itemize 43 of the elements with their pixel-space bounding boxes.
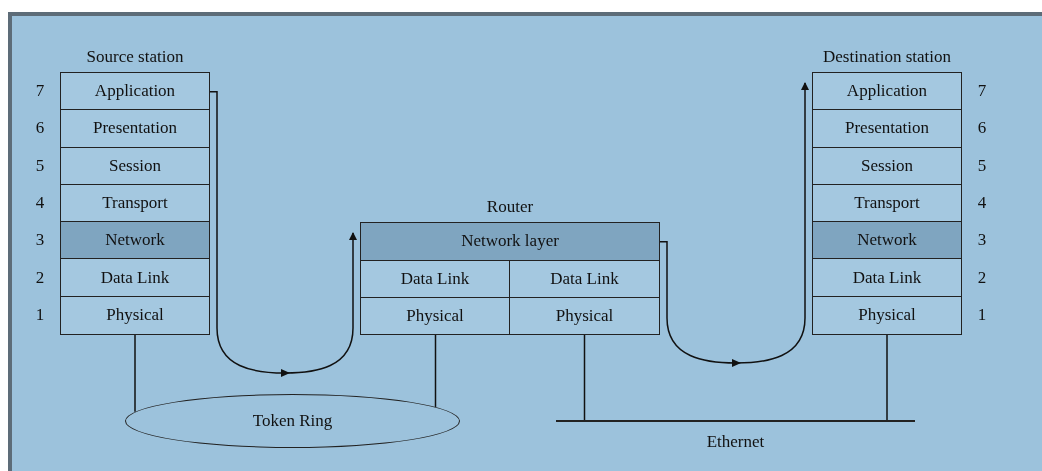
- layer-number: 6: [34, 118, 46, 139]
- layer-label: Transport: [854, 193, 920, 213]
- layer-box: [361, 298, 510, 334]
- layer-number: 7: [976, 81, 988, 102]
- layer-number: 4: [976, 193, 988, 213]
- layer-box: [510, 260, 659, 298]
- layer-number: 7: [34, 81, 46, 102]
- layer-label: Physical: [406, 306, 464, 326]
- layer-label: Physical: [858, 305, 916, 326]
- layer-label: Application: [846, 81, 928, 102]
- layer-label: Transport: [102, 193, 168, 213]
- layer-number: 5: [976, 155, 988, 176]
- layer-number: 1: [34, 305, 46, 326]
- layer-label: Presentation: [844, 118, 929, 139]
- layer-label: Application: [94, 81, 176, 102]
- layer-number: 1: [976, 305, 988, 326]
- network-label: Token Ring: [252, 411, 333, 431]
- layer-label: Data Link: [100, 267, 170, 288]
- layer-number: 2: [34, 267, 46, 288]
- layer-label: Network layer: [461, 231, 559, 252]
- layer-number: 3: [976, 230, 988, 251]
- layer-label: Data Link: [400, 268, 470, 289]
- layer-label: Session: [861, 155, 913, 176]
- layer-label: Presentation: [92, 118, 177, 139]
- layer-number: 5: [34, 155, 46, 176]
- network-label: Ethernet: [706, 432, 765, 452]
- layer-label: Physical: [106, 305, 164, 326]
- layer-number: 6: [976, 118, 988, 139]
- layer-label: Data Link: [852, 267, 922, 288]
- stack-heading: Destination station: [823, 47, 951, 67]
- layer-label: Physical: [555, 306, 614, 326]
- layer-number: 2: [976, 267, 988, 288]
- stack-heading: Router: [486, 197, 534, 217]
- layer-box: [510, 298, 659, 334]
- layer-label: Data Link: [550, 268, 619, 289]
- layer-box: [361, 260, 510, 298]
- stack-heading: Source station: [86, 47, 184, 67]
- layer-label: Network: [105, 230, 165, 251]
- layer-number: 3: [34, 230, 46, 251]
- layer-label: Session: [109, 155, 161, 176]
- layer-label: Network: [857, 230, 917, 251]
- layer-number: 4: [34, 193, 46, 213]
- layer-box: [361, 223, 659, 261]
